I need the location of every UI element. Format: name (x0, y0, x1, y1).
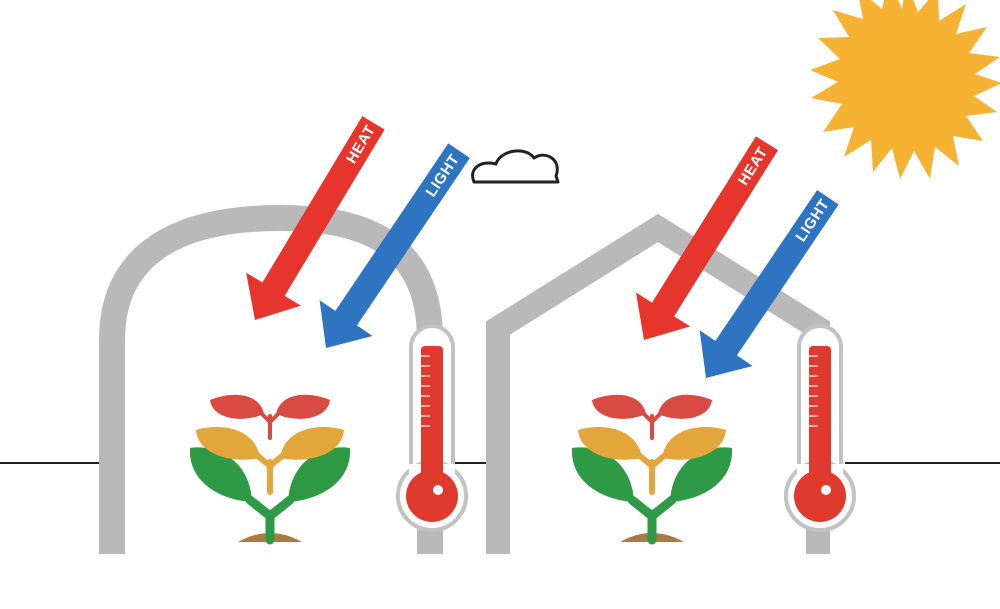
plant-icon (572, 395, 732, 542)
greenhouse-arched-icon (99, 205, 443, 554)
thermometer-icon (784, 324, 856, 532)
sun-icon (810, 0, 1000, 179)
heat-arrow-right: HEAT (635, 136, 778, 340)
cloud-icon (471, 149, 560, 184)
light-arrow-right: LIGHT (699, 190, 839, 378)
thermometer-icon (396, 324, 468, 532)
light-arrow-left: LIGHT (319, 143, 470, 348)
plant-icon (190, 395, 350, 542)
